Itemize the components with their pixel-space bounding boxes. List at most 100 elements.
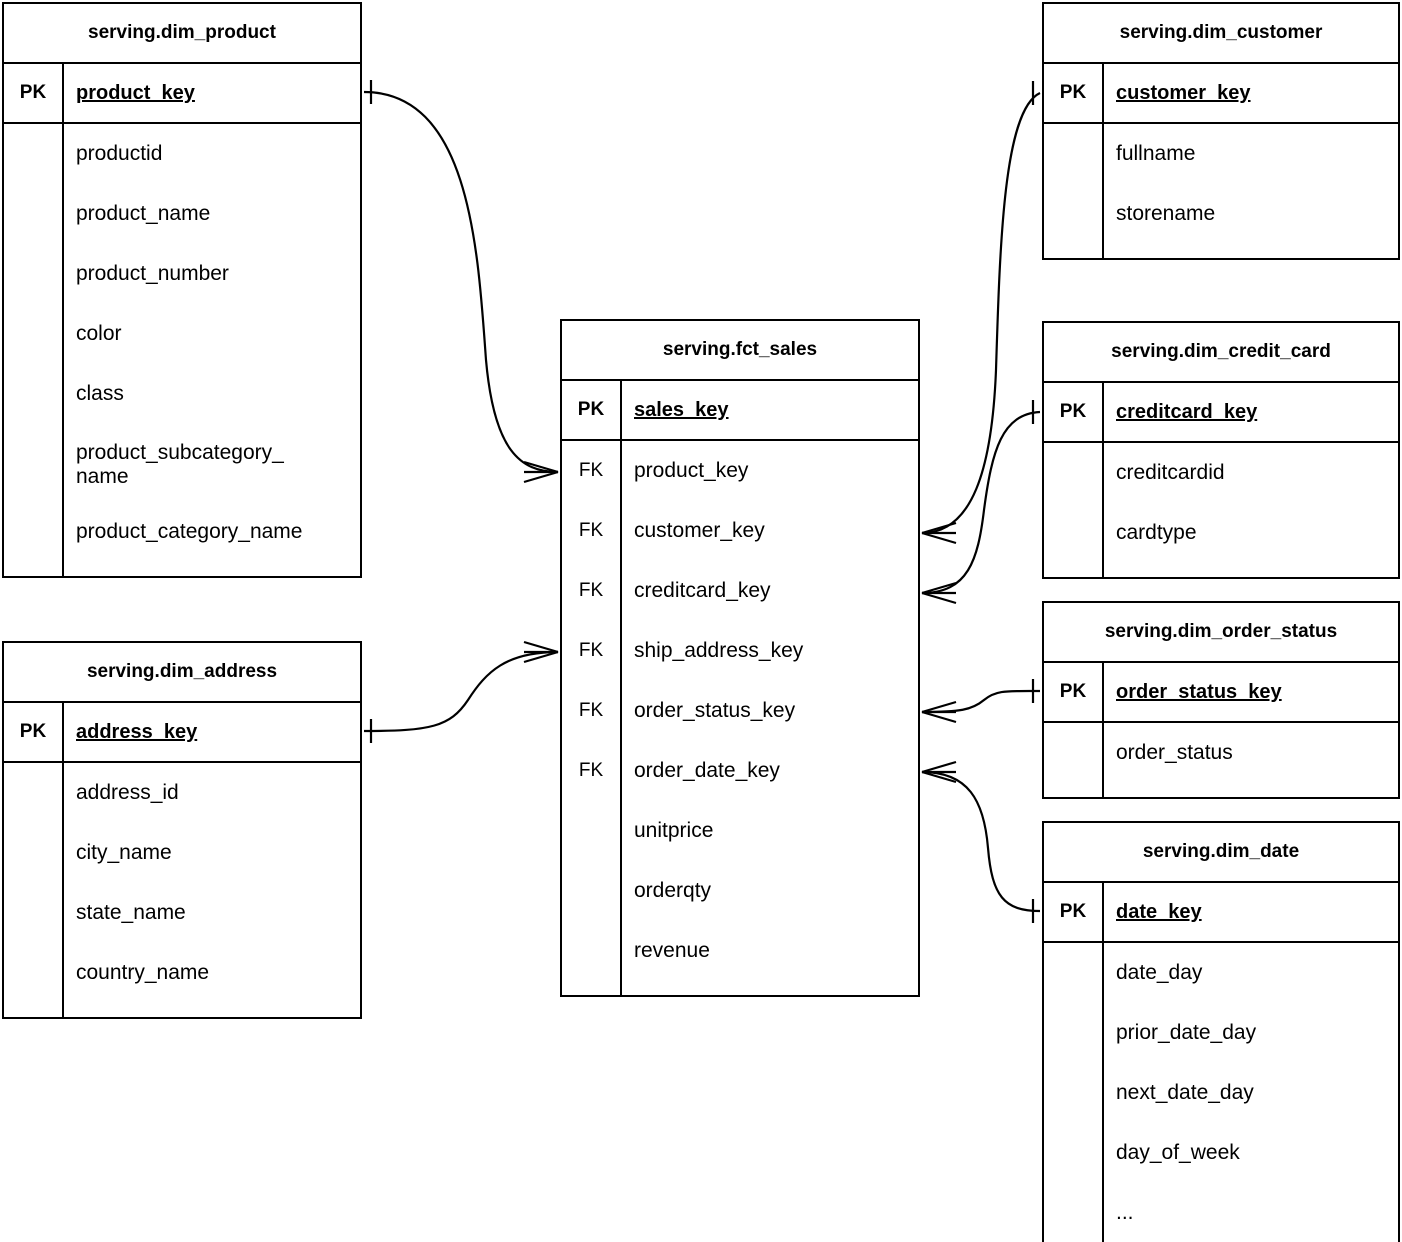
attribute-row: city_name [76,841,172,864]
name-column: date_day prior_date_day next_date_day da… [1104,943,1398,1242]
entity-dim-order-status[interactable]: serving.dim_order_status PK order_status… [1042,601,1400,799]
crowfoot-address [523,640,559,664]
crowfoot-customer [921,521,957,545]
key-column: FK FK FK FK FK FK [562,441,622,995]
entity-title-dim-date: serving.dim_date [1044,823,1398,883]
pk-field-customer-key: customer_key [1116,82,1251,104]
attribute-block-fct-sales: FK FK FK FK FK FK product_key customer_k… [562,441,918,995]
attribute-row: prior_date_day [1116,1021,1257,1044]
attribute-row: ship_address_key [634,639,804,662]
pk-field-product-key: product_key [76,82,195,104]
pk-row-dim-customer: PK customer_key [1044,64,1398,124]
no-key-marker [562,801,620,861]
attribute-row: product_number [76,262,229,285]
attribute-row: order_status_key [634,699,796,722]
name-column: date_key [1104,883,1398,941]
attribute-line-2: name [76,465,129,488]
relationship-order-status [921,679,1041,724]
key-column [1044,124,1104,258]
entity-dim-date[interactable]: serving.dim_date PK date_key date_day pr… [1042,821,1400,1242]
attribute-row: unitprice [634,819,714,842]
attribute-line-1: product_subcategory_ [76,441,284,465]
relationship-product [363,80,559,484]
pk-row-fct-sales: PK sales_key [562,381,918,441]
spacer [562,981,620,995]
attribute-row: color [76,322,122,345]
name-column: customer_key [1104,64,1398,122]
key-column [4,124,64,576]
key-column: PK [4,703,64,761]
attribute-row-ellipsis: ... [1116,1201,1134,1224]
pk-field-sales-key: sales_key [634,399,729,421]
key-column: PK [1044,663,1104,721]
crowfoot-order-status [921,700,957,724]
fk-marker: FK [578,700,604,721]
attribute-block-dim-customer: fullname storename [1044,124,1398,258]
spacer [64,562,360,576]
attribute-row: order_date_key [634,759,780,782]
entity-title-dim-customer: serving.dim_customer [1044,4,1398,64]
pk-field-order-status-key: order_status_key [1116,681,1282,703]
fk-marker: FK [578,640,604,661]
attribute-row: order_status [1116,741,1233,764]
attribute-row: state_name [76,901,186,924]
pk-row-dim-credit-card: PK creditcard_key [1044,383,1398,443]
attribute-block-dim-address: address_id city_name state_name country_… [4,763,360,1017]
entity-title-dim-address: serving.dim_address [4,643,360,703]
no-key-marker [562,921,620,981]
crowfoot-date [921,760,957,784]
attribute-row: day_of_week [1116,1141,1240,1164]
pk-field-creditcard-key: creditcard_key [1116,401,1258,423]
crowfoot-creditcard [921,581,957,605]
relationship-address [363,640,559,743]
relationship-creditcard [921,400,1041,605]
key-column [1044,723,1104,797]
pk-row-dim-product: PK product_key [4,64,360,124]
pk-marker: PK [1059,681,1087,702]
entity-title-fct-sales: serving.fct_sales [562,321,918,381]
spacer [622,981,918,995]
attribute-row: creditcardid [1116,461,1225,484]
attribute-row: cardtype [1116,521,1197,544]
pk-marker: PK [19,82,47,103]
attribute-row: product_subcategory_ name [64,424,360,502]
spacer [1104,244,1398,258]
name-column: productid product_name product_number co… [64,124,360,576]
entity-dim-credit-card[interactable]: serving.dim_credit_card PK creditcard_ke… [1042,321,1400,579]
name-column: fullname storename [1104,124,1398,258]
spacer [64,1003,360,1017]
name-column: sales_key [622,381,918,439]
fk-marker: FK [578,580,604,601]
attribute-row: productid [76,142,163,165]
attribute-row: fullname [1116,142,1196,165]
entity-title-dim-credit-card: serving.dim_credit_card [1044,323,1398,383]
name-column: address_key [64,703,360,761]
attribute-row: product_category_name [76,520,303,543]
pk-row-dim-order-status: PK order_status_key [1044,663,1398,723]
pk-row-dim-date: PK date_key [1044,883,1398,943]
pk-row-dim-address: PK address_key [4,703,360,763]
entity-dim-address[interactable]: serving.dim_address PK address_key addre… [2,641,362,1019]
entity-dim-customer[interactable]: serving.dim_customer PK customer_key ful… [1042,2,1400,260]
attribute-row: date_day [1116,961,1203,984]
fk-marker: FK [578,760,604,781]
key-column [1044,943,1104,1242]
entity-title-dim-product: serving.dim_product [4,4,360,64]
attribute-block-dim-date: date_day prior_date_day next_date_day da… [1044,943,1398,1242]
pk-marker: PK [1059,401,1087,422]
entity-fct-sales[interactable]: serving.fct_sales PK sales_key FK FK FK … [560,319,920,997]
name-column: product_key [64,64,360,122]
key-column: PK [1044,883,1104,941]
pk-marker: PK [1059,82,1087,103]
attribute-row: product_key [634,459,749,482]
no-key-marker [562,861,620,921]
name-column: creditcardid cardtype [1104,443,1398,577]
pk-field-address-key: address_key [76,721,198,743]
entity-dim-product[interactable]: serving.dim_product PK product_key produ… [2,2,362,578]
name-column: order_status [1104,723,1398,797]
attribute-row: storename [1116,202,1216,225]
attribute-row: product_name [76,202,211,225]
pk-marker: PK [19,721,47,742]
key-column: PK [4,64,64,122]
